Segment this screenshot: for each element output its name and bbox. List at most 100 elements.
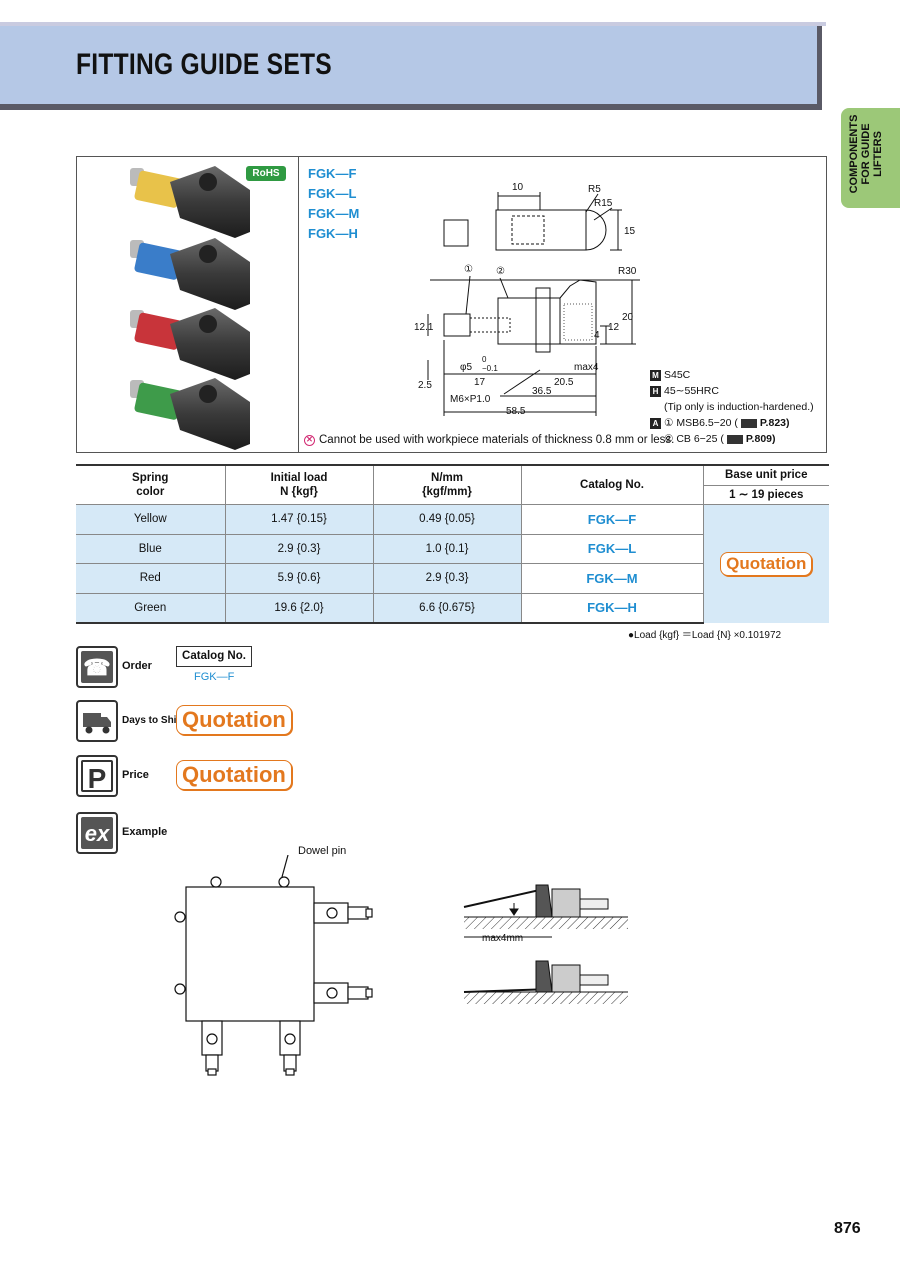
dim-r15: R15 xyxy=(594,198,613,209)
dim-12-1: 12.1 xyxy=(414,322,434,333)
dim-10: 10 xyxy=(512,182,524,193)
callout-2: ② xyxy=(496,266,505,277)
model-item: FGK—F xyxy=(308,166,357,181)
dim-r5: R5 xyxy=(588,184,601,195)
dim-17: 17 xyxy=(474,377,486,388)
days-to-ship-label: Days to Ship xyxy=(122,715,183,726)
page-number: 876 xyxy=(834,1220,861,1237)
product-photos xyxy=(130,166,250,450)
model-item: FGK—M xyxy=(308,206,360,221)
price-label: Price xyxy=(122,769,149,781)
cell-rate: 6.6 {0.675} xyxy=(372,592,521,624)
phone-icon: ☎ xyxy=(76,646,118,688)
col-header-rate: N/mm{kgf/mm} xyxy=(372,465,521,505)
hardness-text: 45∼55HRC xyxy=(664,385,719,397)
table-row: Red 5.9 {0.6} 2.9 {0.3} FGK—M xyxy=(76,563,829,593)
price-icon: P xyxy=(76,755,118,797)
model-list: FGK—F FGK—L FGK—M FGK—H xyxy=(308,164,359,244)
accessory-part-1-ref[interactable]: P.823) xyxy=(759,417,790,429)
page-title: FITTING GUIDE SETS xyxy=(76,48,332,81)
cell-initial-load: 1.47 {0.15} xyxy=(224,504,373,534)
material-icon: M xyxy=(650,369,661,381)
header-top-rule xyxy=(0,22,826,26)
cell-catalog-link[interactable]: FGK—F xyxy=(520,504,703,534)
quotation-badge[interactable]: Quotation xyxy=(720,551,813,576)
example-label: Example xyxy=(122,826,168,838)
dim-max4: max4 xyxy=(574,362,599,373)
load-footnote: ●Load {kgf} ＝Load {N} ×0.101972 xyxy=(628,630,782,641)
product-photo-yellow xyxy=(130,166,250,238)
cell-rate: 2.9 {0.3} xyxy=(372,563,521,593)
dim-4: 4 xyxy=(594,330,600,341)
dim-m6: M6×P1.0 xyxy=(450,394,491,405)
rohs-badge: RoHS xyxy=(246,166,286,181)
page-ref-icon xyxy=(726,434,743,444)
cell-catalog-link[interactable]: FGK—L xyxy=(520,533,703,564)
cell-spring-color: Yellow xyxy=(76,504,225,534)
dim-phi5-tol-bot: −0.1 xyxy=(482,364,498,373)
accessory-part-1: ① MSB6.5−20 ( xyxy=(664,417,738,429)
section-tab[interactable] xyxy=(841,108,900,208)
table-row: Green 19.6 {2.0} 6.6 {0.675} FGK—H xyxy=(76,592,829,624)
price-quotation-wrap: Quotation xyxy=(176,760,292,790)
dim-20: 20 xyxy=(622,312,634,323)
product-photo-blue xyxy=(130,238,250,310)
max4mm-label: max4mm xyxy=(482,933,523,944)
dim-12: 12 xyxy=(608,322,620,333)
catalog-no-box: Catalog No. xyxy=(176,646,252,667)
example-icon: ex xyxy=(76,812,118,854)
product-box xyxy=(76,156,827,453)
cell-catalog-link[interactable]: FGK—M xyxy=(520,563,703,593)
table-row: Yellow 1.47 {0.15} 0.49 {0.05} FGK—F Quo… xyxy=(76,504,829,623)
dim-36-5: 36.5 xyxy=(532,386,552,397)
cell-initial-load: 5.9 {0.6} xyxy=(224,563,373,593)
price-quotation-badge[interactable]: Quotation xyxy=(176,760,292,790)
example-section-diagram: max4mm xyxy=(463,884,628,1004)
material-text: S45C xyxy=(664,369,691,381)
table-row: Blue 2.9 {0.3} 1.0 {0.1} FGK—L xyxy=(76,533,829,564)
cell-spring-color: Green xyxy=(76,592,225,624)
truck-icon xyxy=(76,700,118,742)
catalog-no-value[interactable]: FGK—F xyxy=(194,671,235,683)
order-label: Order xyxy=(122,660,152,672)
accessory-part-2-ref[interactable]: P.809) xyxy=(745,433,776,445)
callout-1: ① xyxy=(464,264,473,275)
cell-rate: 0.49 {0.05} xyxy=(372,504,521,534)
dim-15: 15 xyxy=(624,226,636,237)
cell-spring-color: Blue xyxy=(76,533,225,564)
model-item: FGK—H xyxy=(308,226,358,241)
hardness-icon: H xyxy=(650,385,661,397)
accessory-icon: A xyxy=(650,417,661,429)
dim-58-5: 58.5 xyxy=(506,406,526,417)
product-box-divider xyxy=(298,156,299,453)
ship-quotation-badge[interactable]: Quotation xyxy=(176,705,292,735)
cell-catalog-link[interactable]: FGK—H xyxy=(520,592,703,624)
cell-rate: 1.0 {0.1} xyxy=(372,533,521,564)
dim-phi5: φ5 xyxy=(460,362,472,373)
cell-initial-load: 19.6 {2.0} xyxy=(224,592,373,624)
dim-phi5-tol-top: 0 xyxy=(482,355,487,364)
caution-icon: ✕ xyxy=(304,434,315,446)
dim-20-5: 20.5 xyxy=(554,377,574,388)
cell-initial-load: 2.9 {0.3} xyxy=(224,533,373,564)
accessory-part-2: ② CB 6−25 ( xyxy=(664,433,724,445)
header-banner xyxy=(0,26,822,110)
technical-drawing: 10 R5 R15 15 R30 ① ② 12.1 4 12 20 2.5 φ5… xyxy=(414,182,640,417)
ship-quotation-wrap: Quotation xyxy=(176,705,292,735)
dowel-pin-label: Dowel pin xyxy=(298,845,347,857)
dim-r30: R30 xyxy=(618,266,637,277)
tip-note: (Tip only is induction-hardened.) xyxy=(664,401,814,413)
cell-price: Quotation xyxy=(702,504,829,623)
section-tab-label: COMPONENTS FOR GUIDE LIFTERS xyxy=(848,114,884,194)
page-ref-icon xyxy=(740,418,757,428)
example-plate-diagram xyxy=(174,855,373,1076)
caution-note: ✕ Cannot be used with workpiece material… xyxy=(304,434,674,446)
caution-text: Cannot be used with workpiece materials … xyxy=(319,434,675,446)
model-item: FGK—L xyxy=(308,186,357,201)
dim-2-5: 2.5 xyxy=(418,380,432,391)
